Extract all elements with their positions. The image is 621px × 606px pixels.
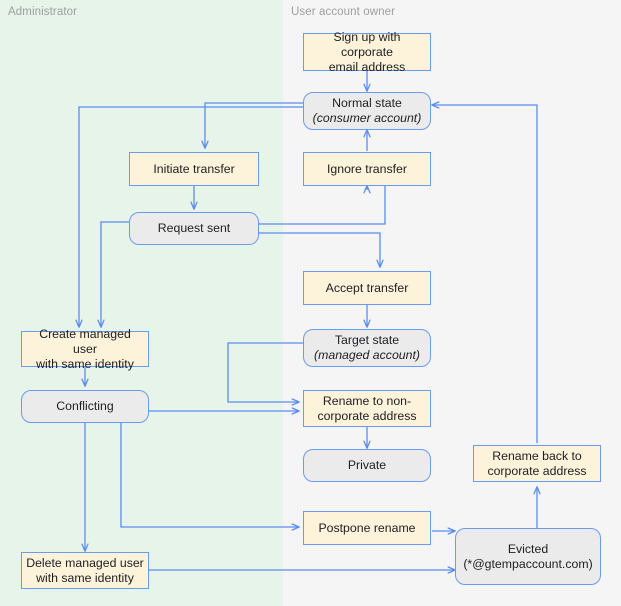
node-normal-state-line1: Normal state bbox=[332, 96, 402, 110]
node-create-managed-user-line1: Create managed user bbox=[39, 326, 131, 356]
node-request-sent[interactable]: Request sent bbox=[129, 212, 259, 245]
edge-normal-state-to-initiate-transfer bbox=[205, 102, 303, 148]
node-signup[interactable]: Sign up with corporate email address bbox=[303, 29, 431, 74]
edge-request-sent-to-accept-transfer bbox=[259, 232, 380, 267]
node-accept-transfer-label: Accept transfer bbox=[325, 280, 409, 295]
swimlane-administrator: Administrator bbox=[0, 0, 283, 606]
node-private-label: Private bbox=[347, 458, 387, 472]
node-normal-state-line2: (consumer account) bbox=[312, 111, 422, 125]
node-rename-non-corporate-line2: corporate address bbox=[317, 408, 417, 423]
edge-conflicting-to-postpone-rename bbox=[120, 423, 299, 527]
node-signup-line1: Sign up with corporate bbox=[333, 29, 401, 59]
node-postpone-rename-label: Postpone rename bbox=[318, 520, 416, 535]
node-target-state-line1: Target state bbox=[334, 333, 400, 347]
node-conflicting[interactable]: Conflicting bbox=[21, 390, 149, 423]
node-delete-managed-user-line1: Delete managed user bbox=[26, 555, 144, 570]
node-conflicting-label: Conflicting bbox=[56, 399, 114, 413]
node-evicted-line2: (*@gtempaccount.com) bbox=[463, 556, 593, 571]
node-delete-managed-user[interactable]: Delete managed user with same identity bbox=[21, 552, 149, 589]
node-target-state-line2: (managed account) bbox=[314, 348, 420, 362]
node-create-managed-user-line2: with same identity bbox=[36, 356, 134, 371]
node-request-sent-label: Request sent bbox=[157, 221, 231, 235]
node-create-managed-user[interactable]: Create managed user with same identity bbox=[21, 327, 149, 371]
node-accept-transfer[interactable]: Accept transfer bbox=[303, 271, 431, 305]
node-delete-managed-user-line2: with same identity bbox=[36, 570, 134, 585]
node-ignore-transfer-label: Ignore transfer bbox=[327, 161, 407, 176]
node-initiate-transfer-label: Initiate transfer bbox=[153, 161, 235, 176]
node-rename-non-corporate-line1: Rename to non- bbox=[322, 393, 412, 408]
node-evicted-line1: Evicted bbox=[507, 541, 549, 556]
edge-rename-back-to-normal-state bbox=[432, 105, 538, 443]
node-target-state[interactable]: Target state (managed account) bbox=[303, 329, 431, 367]
node-rename-back-line1: Rename back to bbox=[492, 448, 582, 463]
node-normal-state[interactable]: Normal state (consumer account) bbox=[303, 92, 431, 130]
node-evicted[interactable]: Evicted (*@gtempaccount.com) bbox=[455, 528, 601, 585]
node-ignore-transfer[interactable]: Ignore transfer bbox=[303, 152, 431, 186]
edge-target-state-to-rename-non-corporate bbox=[227, 342, 326, 402]
node-rename-back-line2: corporate address bbox=[487, 463, 587, 478]
node-initiate-transfer[interactable]: Initiate transfer bbox=[129, 152, 259, 186]
swimlane-label-user-account-owner: User account owner bbox=[291, 6, 396, 18]
swimlane-label-administrator: Administrator bbox=[8, 6, 78, 18]
node-postpone-rename[interactable]: Postpone rename bbox=[303, 511, 431, 545]
node-rename-back[interactable]: Rename back to corporate address bbox=[473, 445, 601, 482]
edge-request-sent-to-ignore-transfer bbox=[259, 186, 386, 225]
edge-normal-state-to-create-managed-user bbox=[79, 106, 303, 327]
node-rename-non-corporate[interactable]: Rename to non- corporate address bbox=[303, 390, 431, 427]
node-signup-line2: email address bbox=[328, 59, 406, 74]
edge-request-sent-to-create-managed-user bbox=[101, 221, 129, 327]
node-private[interactable]: Private bbox=[303, 449, 431, 482]
